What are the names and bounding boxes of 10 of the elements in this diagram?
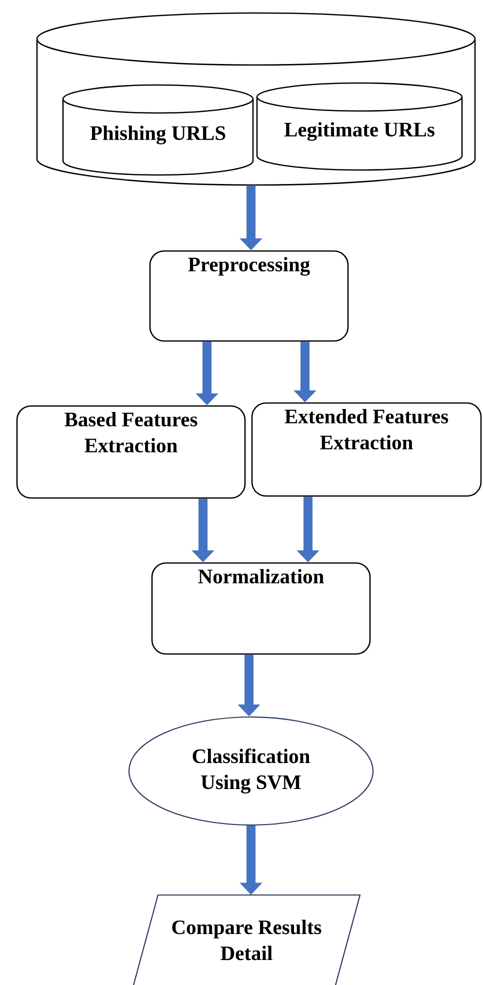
output-parallelogram: Compare Results Detail [132, 894, 361, 985]
database-cylinder: Phishing URLS [62, 84, 254, 176]
process-box: Preprocessing [149, 250, 349, 342]
node-label: Legitimate URLs [284, 122, 434, 141]
database-cylinder: Legitimate URLs [256, 82, 463, 171]
node-label: Phishing URLS [90, 126, 226, 144]
process-box: Based Features Extraction [16, 405, 246, 499]
storage-cylinder [36, 12, 476, 186]
process-box: Extended Features Extraction [251, 402, 482, 497]
process-box: Normalization [151, 562, 371, 655]
